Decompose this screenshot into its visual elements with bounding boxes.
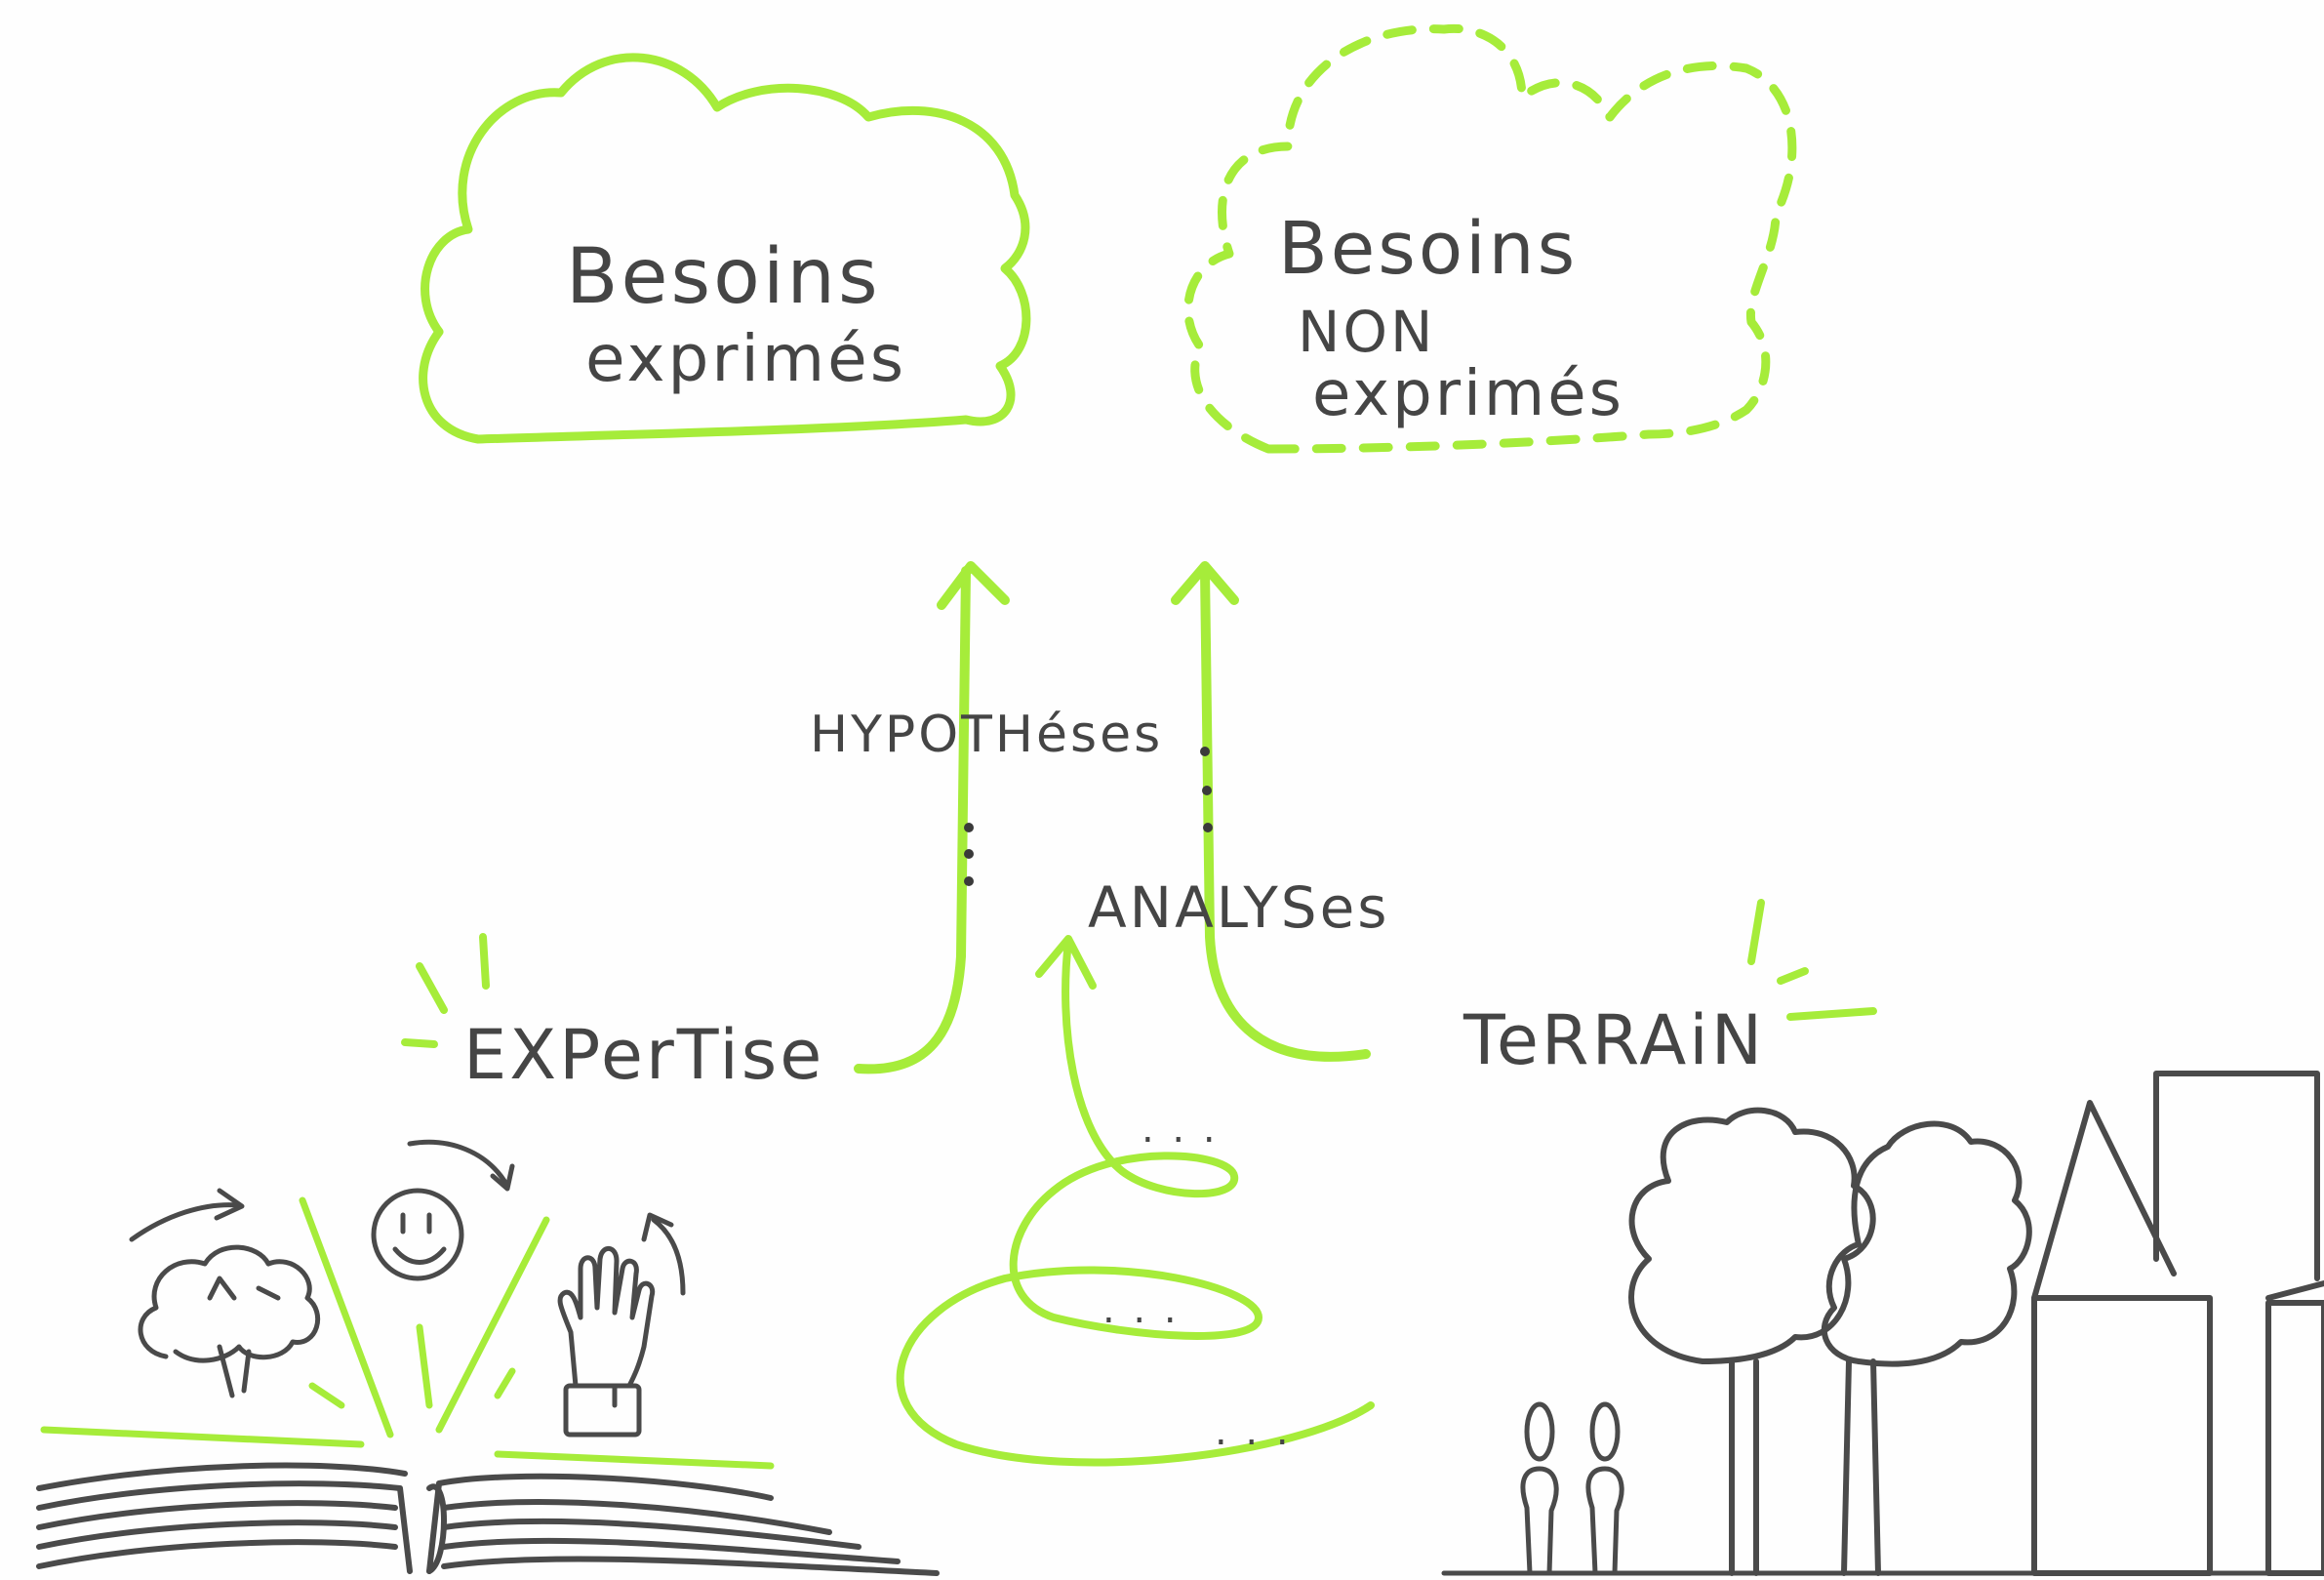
- spiral-ellipsis-3: . . .: [1215, 1409, 1292, 1454]
- curved-arrows: [129, 1139, 686, 1296]
- label-expertise: EXPerTise: [463, 1015, 824, 1095]
- house-icon: [2031, 1071, 2324, 1576]
- spiral-ellipsis-1: . . .: [1142, 1107, 1219, 1152]
- book-rays: [40, 1196, 775, 1470]
- cloud-unexpressed-needs: Besoins NON exprimés: [1183, 23, 1797, 454]
- spiral-ellipsis-2: . . .: [1102, 1287, 1180, 1332]
- arrow-analyses: [1171, 561, 1371, 1062]
- tree-icon: [1821, 1120, 2032, 1576]
- cloud-unexpressed-line3: exprimés: [1312, 358, 1624, 430]
- cloud-unexpressed-line2: NON: [1298, 299, 1435, 365]
- smiley-icon: [371, 1188, 464, 1281]
- person-icon: [1520, 1401, 1624, 1576]
- expertise-illustration: [36, 1139, 940, 1576]
- cloud-unexpressed-line1: Besoins: [1278, 207, 1578, 291]
- label-analyses: ANALYSes: [1088, 874, 1390, 941]
- spark-expertise: [401, 933, 490, 1048]
- tree-icon: [1628, 1107, 1876, 1576]
- cloud-expressed-needs: Besoins exprimés: [419, 53, 1031, 444]
- raised-hand-icon: [557, 1245, 656, 1438]
- open-book-icon: [36, 1462, 940, 1576]
- spark-terrain: [1747, 899, 1877, 1021]
- arrow-hypotheses: [854, 561, 1010, 1074]
- dots-analyses: [1200, 747, 1213, 832]
- cloud-expressed-line2: exprimés: [585, 321, 906, 396]
- dots-hypotheses: [964, 823, 974, 886]
- cloud-expressed-line1: Besoins: [566, 233, 881, 321]
- label-hypotheses: HYPOTHéses: [810, 706, 1163, 764]
- brain-icon: [138, 1244, 321, 1398]
- label-terrain: TeRRAiN: [1463, 1000, 1765, 1080]
- spiral-icon: . . . . . . . . .: [896, 935, 1375, 1467]
- terrain-illustration: [1441, 1071, 2324, 1576]
